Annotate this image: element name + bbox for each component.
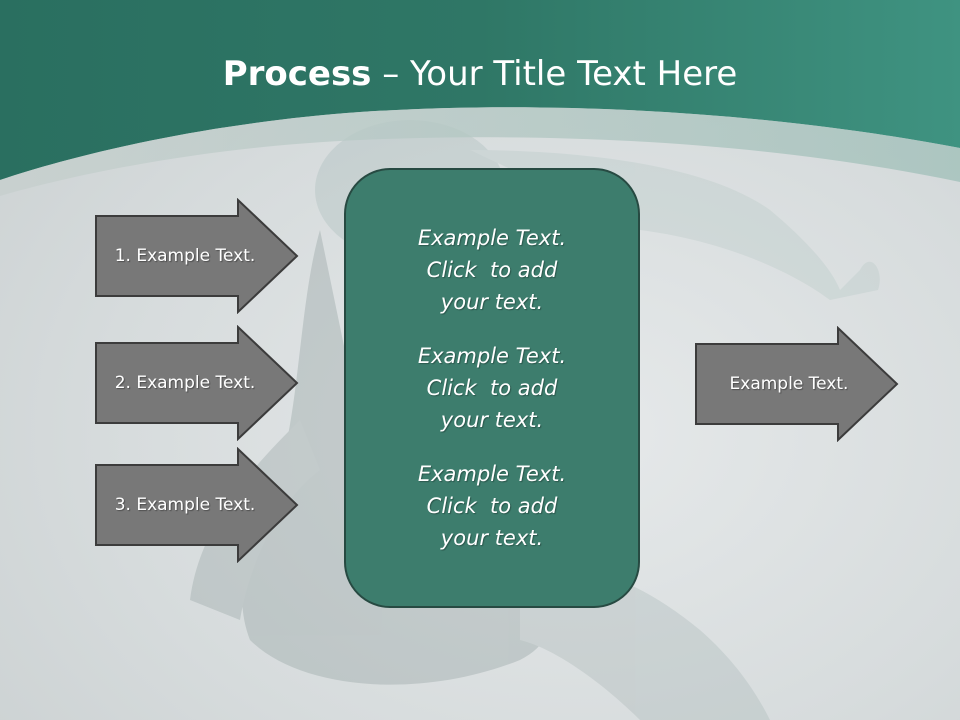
text-block-1: Example Text. Click to add your text. [418,222,566,318]
text-block-3: Example Text. Click to add your text. [418,458,566,554]
text-line: Click to add [426,494,558,518]
text-block-2: Example Text. Click to add your text. [418,340,566,436]
center-text-box[interactable]: Example Text. Click to add your text. Ex… [344,168,640,608]
process-step-1[interactable]: 1. Example Text. [94,198,300,314]
process-step-label: 1. Example Text. [114,246,256,266]
text-line: your text. [440,408,544,432]
text-line: Example Text. [417,344,567,368]
text-line: Click to add [426,258,558,282]
result-label: Example Text. [729,374,849,394]
process-step-label: 3. Example Text. [114,495,256,515]
arrow-right-icon [695,326,899,442]
title-bold: Process [222,54,372,94]
text-line: your text. [440,526,544,550]
header-band [0,0,960,180]
arrow-right-icon [95,325,299,441]
result-arrow[interactable]: Example Text. [694,326,900,442]
arrow-right-icon [95,447,299,563]
header-swoosh [0,107,960,196]
text-line: your text. [440,290,544,314]
text-line: Click to add [426,376,558,400]
text-line: Example Text. [417,226,567,250]
text-line: Example Text. [417,462,567,486]
slide-title: Process – Your Title Text Here [0,52,960,96]
process-step-2[interactable]: 2. Example Text. [94,325,300,441]
title-rest: – Your Title Text Here [371,54,738,94]
arrow-right-icon [95,198,299,314]
process-step-label: 2. Example Text. [114,373,256,393]
process-step-3[interactable]: 3. Example Text. [94,447,300,563]
